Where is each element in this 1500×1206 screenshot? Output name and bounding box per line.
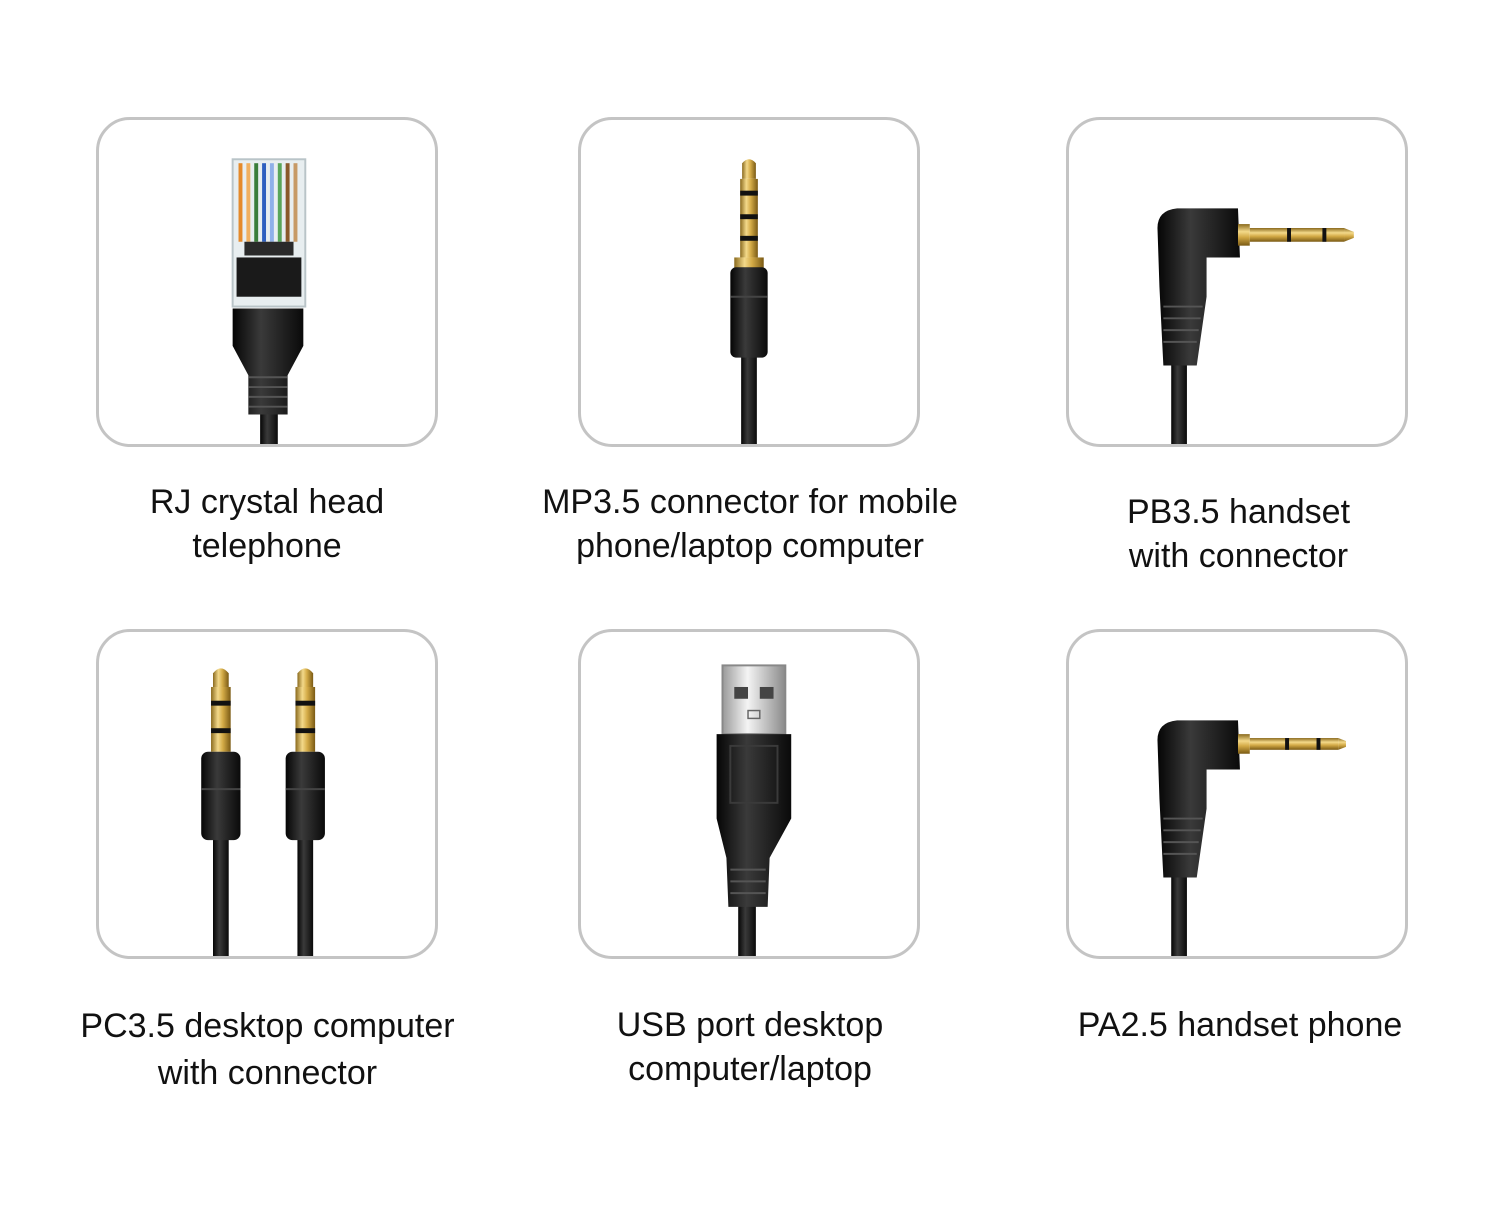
connector-card-pa25: [1066, 629, 1408, 959]
caption-line: RJ crystal head: [149, 483, 385, 521]
connector-card-mp35: [578, 117, 920, 447]
caption-pa25: PA2.5 handset phone: [1040, 1003, 1440, 1047]
dual-3-5mm-plugs-icon: [201, 668, 325, 956]
caption-line: telephone: [192, 527, 342, 565]
caption-line: PA2.5 handset phone: [1077, 1006, 1403, 1044]
connector-card-pb35: [1066, 117, 1408, 447]
caption-line: computer/laptop: [628, 1050, 872, 1088]
caption-line: with connector: [157, 1054, 378, 1092]
caption-mp35: MP3.5 connector for mobile phone/laptop …: [500, 480, 1000, 568]
caption-line: MP3.5 connector for mobile: [542, 483, 958, 521]
caption-line: PB3.5 handset: [1126, 493, 1351, 531]
caption-rj: RJ crystal head telephone: [96, 480, 438, 568]
caption-line: PC3.5 desktop computer: [80, 1007, 455, 1045]
caption-line: USB port desktop: [616, 1006, 884, 1044]
caption-pc35: PC3.5 desktop computer with connector: [40, 1003, 495, 1097]
caption-line: phone/laptop computer: [576, 527, 924, 565]
connector-card-usb: [578, 629, 920, 959]
trrs-3-5mm-plug-icon: [730, 159, 768, 444]
usb-a-plug-icon: [716, 664, 792, 956]
connector-card-pc35: [96, 629, 438, 959]
right-angle-3-5mm-plug-icon: [1157, 208, 1354, 444]
caption-usb: USB port desktop computer/laptop: [560, 1003, 940, 1091]
caption-pb35: PB3.5 handset with connector: [1066, 490, 1411, 578]
right-angle-2-5mm-plug-icon: [1157, 720, 1346, 956]
connector-card-rj: [96, 117, 438, 447]
caption-line: with connector: [1128, 537, 1349, 575]
rj45-connector-icon: [231, 158, 307, 444]
